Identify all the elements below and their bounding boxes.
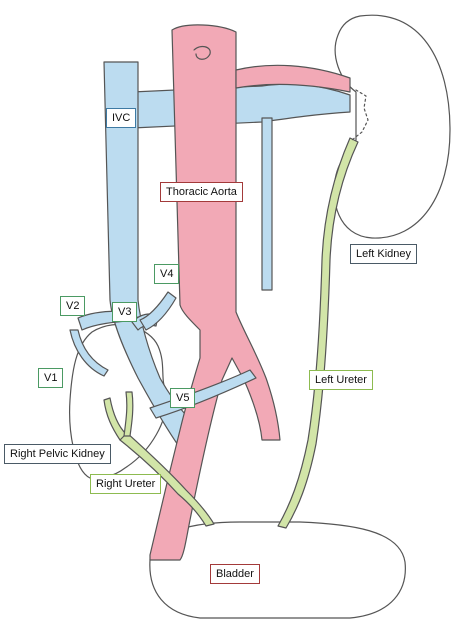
- left-gonadal-vein: [261, 117, 273, 291]
- bladder: [149, 521, 406, 619]
- left-ureter-vessel: [277, 137, 359, 529]
- label-v1: V1: [38, 368, 64, 388]
- label-right-pelvic-kidney: Right Pelvic Kidney: [4, 444, 111, 464]
- right-ureter-branch-2: [123, 391, 134, 437]
- label-v2: V2: [60, 296, 86, 316]
- kidney-hilum-dots: [351, 89, 369, 141]
- right-ureter-branch-1: [103, 397, 127, 441]
- label-ivc: IVC: [106, 108, 137, 128]
- label-left-ureter: Left Ureter: [309, 370, 373, 390]
- label-bladder: Bladder: [210, 564, 260, 584]
- label-right-ureter: Right Ureter: [90, 474, 162, 494]
- pelvic-vein-v1: [69, 329, 109, 377]
- label-v3: V3: [112, 302, 138, 322]
- left-renal-artery: [235, 64, 351, 93]
- pelvic-vein-v4: [139, 291, 177, 331]
- label-left-kidney: Left Kidney: [350, 244, 418, 264]
- label-v5: V5: [170, 388, 196, 408]
- left-renal-vein: [131, 83, 351, 129]
- right-ureter-vessel: [119, 431, 215, 527]
- left-kidney: [333, 14, 451, 239]
- label-v4: V4: [154, 264, 180, 284]
- label-thoracic-aorta: Thoracic Aorta: [160, 182, 243, 202]
- aorta-hook: [193, 45, 211, 60]
